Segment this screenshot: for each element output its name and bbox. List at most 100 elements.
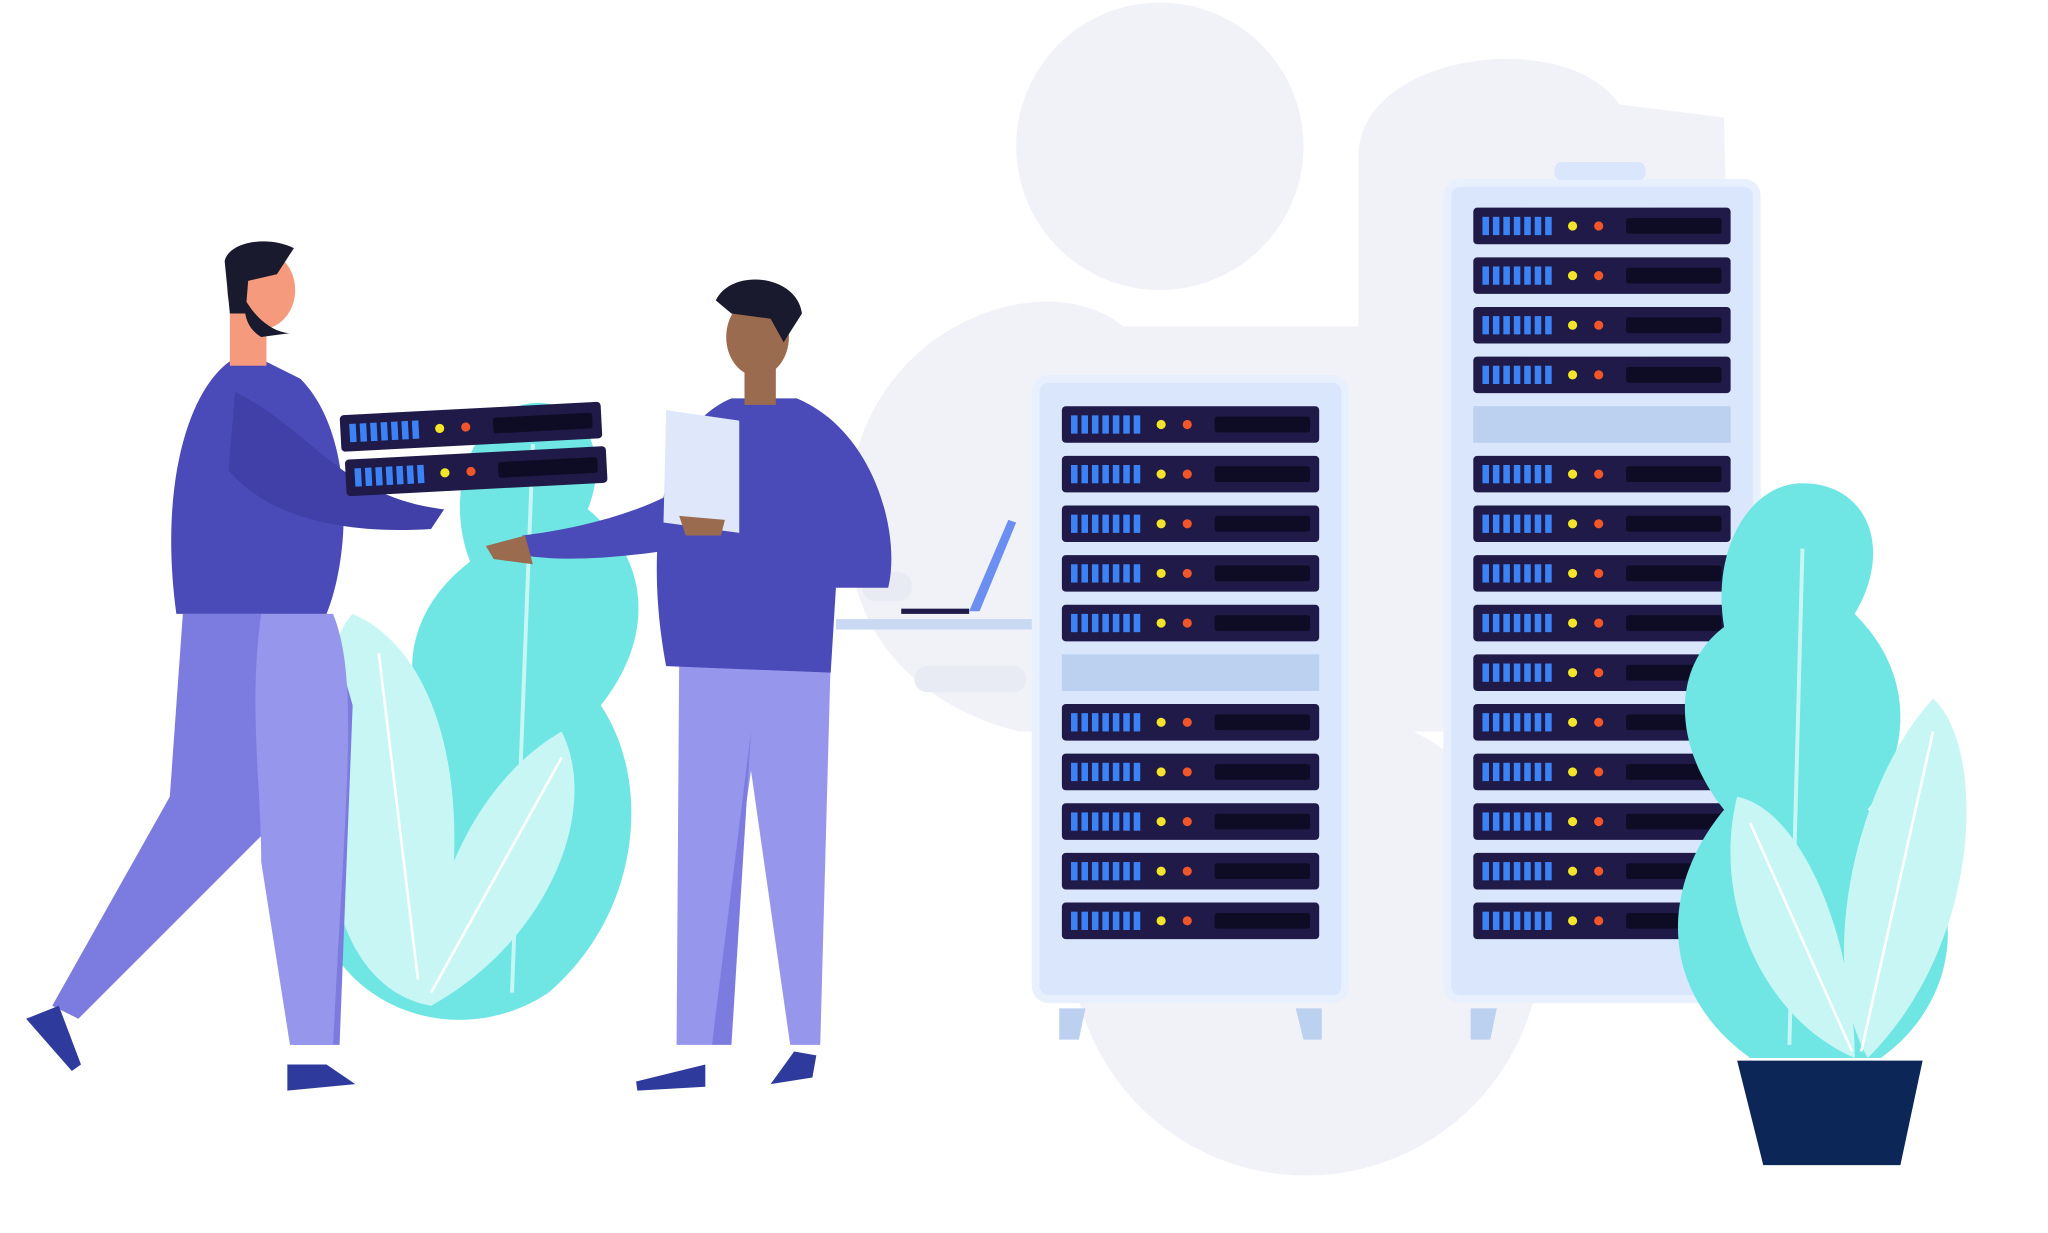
drive-bay-light xyxy=(1503,316,1510,335)
drive-bay-light xyxy=(1503,464,1510,484)
server-unit xyxy=(1061,704,1320,741)
drive-bay-light xyxy=(1133,415,1141,434)
drive-bay-light xyxy=(1102,762,1109,782)
status-led-yellow xyxy=(1568,221,1578,231)
drive-bay-light xyxy=(1482,266,1489,285)
carried-server xyxy=(339,401,603,452)
drive-bay-light xyxy=(1091,564,1099,583)
paper-document xyxy=(663,410,740,533)
server-unit xyxy=(1061,555,1320,592)
server-unit xyxy=(1473,505,1731,543)
drive-bay-light xyxy=(1112,464,1120,484)
status-led-orange xyxy=(1182,767,1192,777)
drive-bay-light xyxy=(1482,564,1489,583)
status-led-yellow xyxy=(1568,320,1578,330)
drive-bay-light xyxy=(1534,365,1542,385)
status-led-orange xyxy=(1182,568,1192,578)
drive-slot xyxy=(492,412,593,434)
drive-bay-light xyxy=(1503,812,1510,831)
drive-bay-light xyxy=(1492,762,1500,782)
drive-bay-light xyxy=(1133,464,1141,484)
status-led-orange xyxy=(1594,618,1604,628)
drive-slot xyxy=(1626,367,1722,383)
status-led-yellow xyxy=(1568,519,1578,529)
drive-bay-light xyxy=(1133,762,1141,782)
status-led-yellow xyxy=(1568,618,1578,628)
status-led-yellow xyxy=(1568,866,1578,876)
drive-slot xyxy=(1626,267,1722,284)
drive-bay-light xyxy=(1123,713,1130,732)
drive-bay-light xyxy=(1123,862,1130,881)
drive-bay-light xyxy=(1513,713,1521,732)
drive-bay-light xyxy=(1503,514,1510,533)
drive-bay-light xyxy=(1524,812,1531,831)
status-led-orange xyxy=(1182,419,1192,430)
drive-bay-light xyxy=(380,422,388,441)
status-led-orange xyxy=(1182,816,1192,827)
drive-bay-light xyxy=(1545,564,1552,583)
drive-bay-light xyxy=(1112,713,1120,732)
drive-bay-light xyxy=(1091,613,1099,633)
server-unit xyxy=(1473,257,1731,294)
drive-bay-light xyxy=(1534,316,1542,335)
status-led-yellow xyxy=(1156,717,1166,727)
drive-bay-light xyxy=(1482,216,1489,236)
drive-slot xyxy=(1214,813,1311,830)
drive-bay-light xyxy=(1091,812,1099,831)
drive-bay-light xyxy=(1102,415,1109,434)
server-unit xyxy=(1473,803,1731,840)
drive-bay-light xyxy=(1513,762,1521,782)
server-unit xyxy=(1061,753,1320,791)
drive-bay-light xyxy=(1534,762,1542,782)
status-led-yellow xyxy=(1568,717,1578,727)
drive-bay-light xyxy=(1545,514,1552,533)
status-led-orange xyxy=(1594,320,1604,330)
drive-bay-light xyxy=(1081,415,1088,434)
server-unit xyxy=(1061,803,1320,840)
drive-bay-light xyxy=(1482,316,1489,335)
drive-bay-light xyxy=(1534,812,1542,831)
drive-bay-light xyxy=(417,464,425,484)
empty-rack-slot xyxy=(1473,406,1731,443)
empty-rack-slot xyxy=(1061,654,1320,691)
drive-bay-light xyxy=(1482,812,1489,831)
drive-slot xyxy=(1626,466,1722,482)
drive-bay-light xyxy=(1112,415,1120,434)
drive-bay-light xyxy=(1492,862,1500,881)
server-unit xyxy=(345,446,608,497)
status-led-yellow xyxy=(1568,271,1578,281)
drive-bay-light xyxy=(1524,762,1531,782)
drive-bay-light xyxy=(396,465,404,485)
drive-bay-light xyxy=(1123,464,1130,484)
drive-bay-light xyxy=(1524,911,1531,930)
server-unit xyxy=(1473,306,1731,344)
status-led-orange xyxy=(1182,916,1192,926)
server-unit xyxy=(1061,604,1320,642)
drive-bay-light xyxy=(1503,564,1510,583)
drive-bay-light xyxy=(1492,564,1500,583)
drive-bay-light xyxy=(1081,514,1088,533)
drive-slot xyxy=(1626,218,1722,234)
status-led-orange xyxy=(1594,668,1604,678)
drive-bay-light xyxy=(1081,862,1088,881)
status-led-yellow xyxy=(1156,519,1166,529)
status-led-yellow xyxy=(435,423,445,433)
drive-bay-light xyxy=(1503,266,1510,285)
drive-bay-light xyxy=(1524,862,1531,881)
server-unit xyxy=(1473,455,1731,493)
drive-bay-light xyxy=(1112,812,1120,831)
drive-bay-light xyxy=(1102,514,1109,533)
drive-bay-light xyxy=(1071,812,1078,831)
drive-bay-light xyxy=(1492,663,1500,682)
drive-bay-light xyxy=(1534,663,1542,682)
drive-bay-light xyxy=(1081,464,1088,484)
drive-bay-light xyxy=(1545,216,1552,236)
drive-bay-light xyxy=(1513,862,1521,881)
drive-slot xyxy=(1626,317,1722,334)
status-led-yellow xyxy=(1156,419,1166,430)
drive-bay-light xyxy=(1133,911,1141,930)
drive-bay-light xyxy=(1482,862,1489,881)
drive-bay-light xyxy=(1503,862,1510,881)
drive-bay-light xyxy=(1534,514,1542,533)
